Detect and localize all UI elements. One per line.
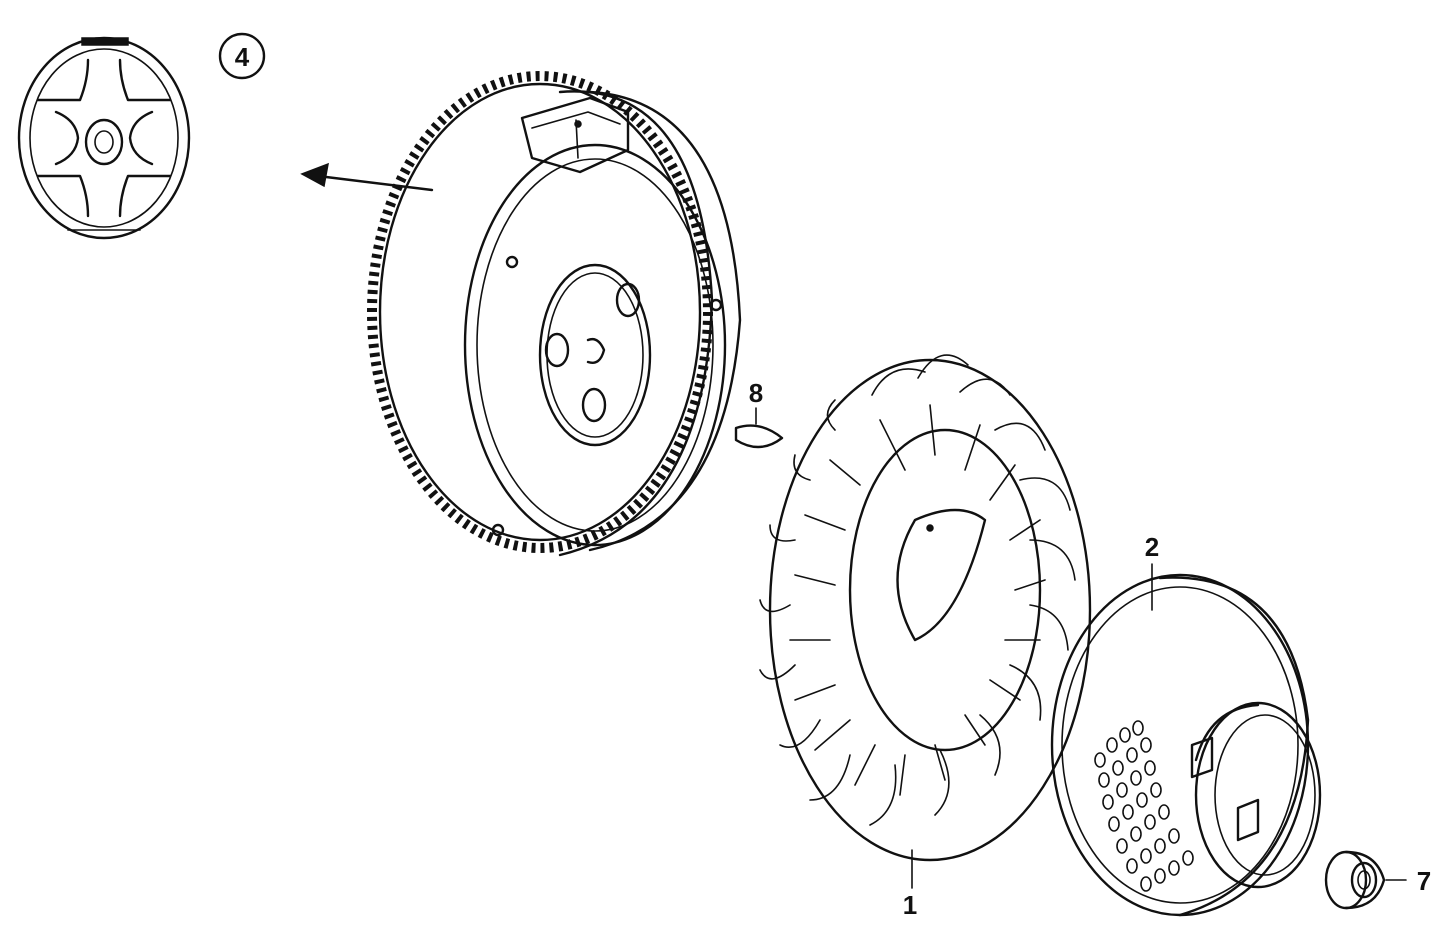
callout-7: 7 xyxy=(1385,866,1431,896)
callout-8-label: 8 xyxy=(749,378,763,408)
flywheel-back-detail-icon xyxy=(17,36,191,240)
callout-1-label: 1 xyxy=(903,890,917,920)
callout-1: 1 xyxy=(903,849,917,920)
callout-7-label: 7 xyxy=(1417,866,1431,896)
callout-8: 8 xyxy=(749,378,763,425)
flywheel-icon xyxy=(367,71,742,557)
callout-2-label: 2 xyxy=(1145,532,1159,562)
callout-4: 4 xyxy=(218,32,266,80)
starter-pulley-icon xyxy=(1050,573,1322,917)
woodruff-key-icon xyxy=(734,424,784,449)
direction-arrow-icon xyxy=(300,162,434,192)
cooling-fan-icon xyxy=(759,354,1092,862)
flange-nut-icon xyxy=(1324,850,1386,910)
callout-4-label: 4 xyxy=(235,42,250,72)
callout-2: 2 xyxy=(1145,532,1159,611)
